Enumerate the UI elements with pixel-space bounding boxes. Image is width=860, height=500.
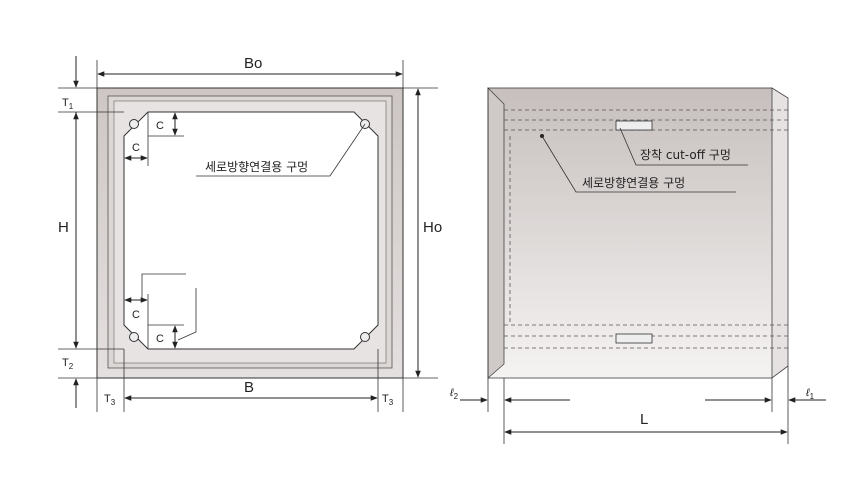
spigot-end [771, 87, 789, 379]
inner-opening [123, 111, 379, 350]
label-c-top-horizontal: C [132, 142, 140, 154]
label-c-bottom-horizontal: C [132, 309, 140, 321]
label-c-bottom-vertical: C [156, 333, 164, 345]
joint-hole-bottom-left [129, 332, 139, 342]
note-joint-hole-left: 세로방향연결용 구멍 [205, 160, 308, 174]
joint-hole-top-left [129, 119, 139, 129]
label-b: B [244, 379, 254, 396]
cutoff-hole-top [615, 120, 653, 131]
label-t1: T1 [62, 97, 74, 111]
note-joint-hole-right: 세로방향연결용 구멍 [582, 176, 685, 190]
label-c-top-vertical: C [156, 120, 164, 132]
side-body [488, 88, 772, 378]
cutoff-hole-bottom [615, 333, 653, 344]
label-l1: ℓ1 [805, 387, 815, 401]
label-t2: T2 [62, 357, 74, 371]
label-bo: Bo [244, 55, 262, 72]
side-view: 장착 cut-off 구멍 세로방향연결용 구멍 L ℓ2 ℓ1 [449, 87, 826, 444]
note-cutoff-hole: 장착 cut-off 구멍 [640, 148, 731, 162]
cross-section-view: Bo Ho H T1 T2 B T3 T3 C [58, 55, 442, 412]
joint-hole-bottom-right [360, 332, 370, 342]
label-h: H [58, 219, 69, 236]
label-l: L [640, 411, 648, 428]
label-t3-right: T3 [382, 393, 394, 407]
label-ho: Ho [423, 219, 442, 236]
label-t3-left: T3 [104, 393, 116, 407]
label-l2: ℓ2 [449, 387, 459, 401]
